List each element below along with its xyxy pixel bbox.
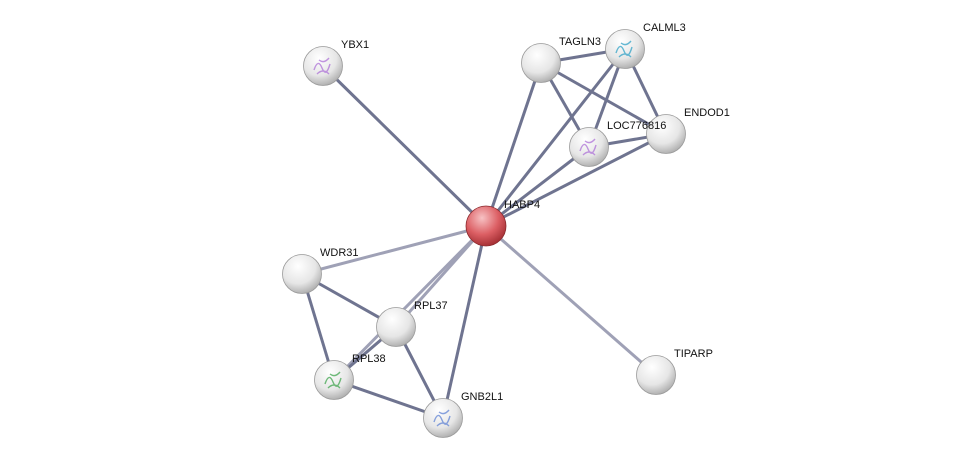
- node-label: TAGLN3: [559, 36, 601, 48]
- edge-habp4-gnb2l1[interactable]: [441, 225, 488, 419]
- node-label: CALML3: [643, 22, 686, 34]
- edge-habp4-wdr31[interactable]: [301, 224, 487, 276]
- node-bubble[interactable]: [303, 46, 343, 86]
- node-bubble[interactable]: [282, 254, 322, 294]
- edge-ybx1-habp4[interactable]: [321, 64, 488, 228]
- protein-structure-icon: [615, 40, 633, 58]
- node-habp4[interactable]: HABP4: [465, 199, 540, 247]
- node-label: WDR31: [320, 247, 359, 259]
- edge-habp4-rpl38[interactable]: [332, 224, 488, 382]
- protein-structure-icon: [579, 138, 597, 156]
- node-bubble[interactable]: [569, 127, 609, 167]
- node-label: GNB2L1: [461, 391, 503, 403]
- edge-tagln3-endod1[interactable]: [540, 61, 667, 136]
- node-rpl37[interactable]: RPL37: [376, 300, 448, 347]
- node-bubble[interactable]: [605, 29, 645, 69]
- node-wdr31[interactable]: WDR31: [282, 247, 359, 294]
- protein-structure-icon: [313, 57, 331, 75]
- node-label: LOC776816: [607, 120, 666, 132]
- node-bubble[interactable]: [314, 360, 354, 400]
- node-label: TIPARP: [674, 348, 713, 360]
- node-label: RPL37: [414, 300, 448, 312]
- node-rpl38[interactable]: RPL38: [314, 353, 386, 400]
- node-tiparp[interactable]: TIPARP: [636, 348, 713, 395]
- node-endod1[interactable]: ENDOD1: [646, 107, 730, 154]
- node-label: HABP4: [504, 199, 540, 211]
- node-calml3[interactable]: CALML3: [605, 22, 686, 69]
- node-tagln3[interactable]: TAGLN3: [521, 36, 601, 83]
- edge-habp4-endod1[interactable]: [485, 132, 667, 228]
- edge-habp4-tagln3[interactable]: [484, 62, 543, 227]
- node-ybx1[interactable]: YBX1: [303, 39, 370, 86]
- nodes: YBX1 TAGLN3 CALML3ENDOD1LOC776816HABP4WDR3…: [282, 22, 730, 438]
- node-bubble[interactable]: [465, 205, 507, 247]
- node-gnb2l1[interactable]: GNB2L1: [423, 391, 504, 438]
- edge-habp4-loc776816[interactable]: [485, 145, 590, 228]
- node-loc776816[interactable]: LOC776816: [569, 120, 667, 167]
- node-label: YBX1: [341, 39, 369, 51]
- node-bubble[interactable]: [646, 114, 686, 154]
- node-bubble[interactable]: [521, 43, 561, 83]
- node-bubble[interactable]: [376, 307, 416, 347]
- edge-habp4-tiparp[interactable]: [485, 224, 657, 377]
- edge-habp4-calml3[interactable]: [484, 48, 627, 227]
- node-bubble[interactable]: [423, 398, 463, 438]
- protein-structure-icon: [324, 371, 342, 389]
- node-label: RPL38: [352, 353, 386, 365]
- node-label: ENDOD1: [684, 107, 730, 119]
- protein-structure-icon: [433, 409, 451, 427]
- node-bubble[interactable]: [636, 355, 676, 395]
